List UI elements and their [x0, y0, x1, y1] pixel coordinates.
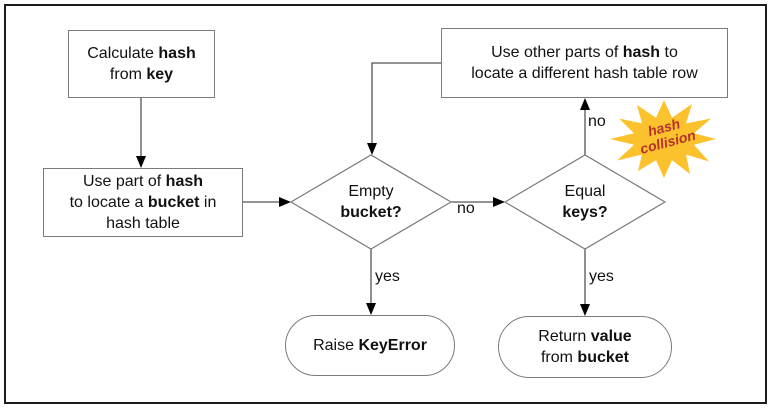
- node-locate-bucket: Use part of hash to locate a bucket in h…: [43, 168, 243, 237]
- text-run: hash table: [106, 215, 180, 232]
- text-run: Use part of: [82, 173, 166, 190]
- text-run: value: [590, 328, 632, 345]
- text-run: KeyError: [358, 337, 427, 354]
- text-run: from: [109, 66, 147, 83]
- node-calculate-hash: Calculate hash from key: [68, 30, 215, 98]
- text-run: hash: [622, 44, 661, 61]
- text-run: key: [146, 66, 174, 83]
- node-raise-keyerror: Raise KeyError: [285, 315, 455, 376]
- text-run: Equal: [564, 183, 606, 200]
- text-run: to: [660, 44, 678, 61]
- text-run: locate a different hash table row: [471, 65, 698, 82]
- label-yes-equal-keys: yes: [589, 268, 614, 285]
- text-run: Raise: [313, 337, 359, 354]
- text-run: in: [199, 194, 217, 211]
- node-calculate-hash-text: Calculate hash from key: [87, 43, 196, 85]
- node-raise-keyerror-text: Raise KeyError: [313, 335, 427, 356]
- label-no-hash-collision: no: [588, 113, 606, 130]
- label-no-between-diamonds: no: [457, 200, 475, 217]
- text-run: bucket: [147, 194, 200, 211]
- node-use-other-parts-text: Use other parts of hash to locate a diff…: [471, 42, 698, 84]
- text-run: bucket?: [340, 204, 402, 221]
- node-return-value: Return value from bucket: [498, 316, 672, 378]
- text-run: hash: [158, 45, 196, 62]
- diamond-empty-bucket-text: Empty bucket?: [311, 180, 431, 224]
- diamond-equal-keys: [503, 154, 667, 250]
- arrow-other-to-empty-bucket: [367, 62, 441, 155]
- text-run: Return: [538, 328, 591, 345]
- node-use-other-parts: Use other parts of hash to locate a diff…: [441, 28, 728, 98]
- diamond-equal-keys-text: Equal keys?: [525, 180, 645, 224]
- text-run: Use other parts of: [491, 44, 623, 61]
- diamond-empty-bucket: [289, 154, 453, 250]
- text-run: hash: [165, 173, 204, 190]
- text-run: Calculate: [87, 45, 159, 62]
- outer-border: [4, 4, 767, 404]
- text-run: Empty: [348, 183, 394, 200]
- node-locate-bucket-text: Use part of hash to locate a bucket in h…: [70, 171, 217, 234]
- label-yes-empty-bucket: yes: [375, 268, 400, 285]
- text-run: to locate a: [69, 194, 148, 211]
- text-run: from: [540, 349, 578, 366]
- text-run: keys?: [562, 204, 608, 221]
- hash-collision-starburst: [610, 100, 716, 178]
- node-return-value-text: Return value from bucket: [538, 326, 631, 368]
- text-run: bucket: [577, 349, 629, 366]
